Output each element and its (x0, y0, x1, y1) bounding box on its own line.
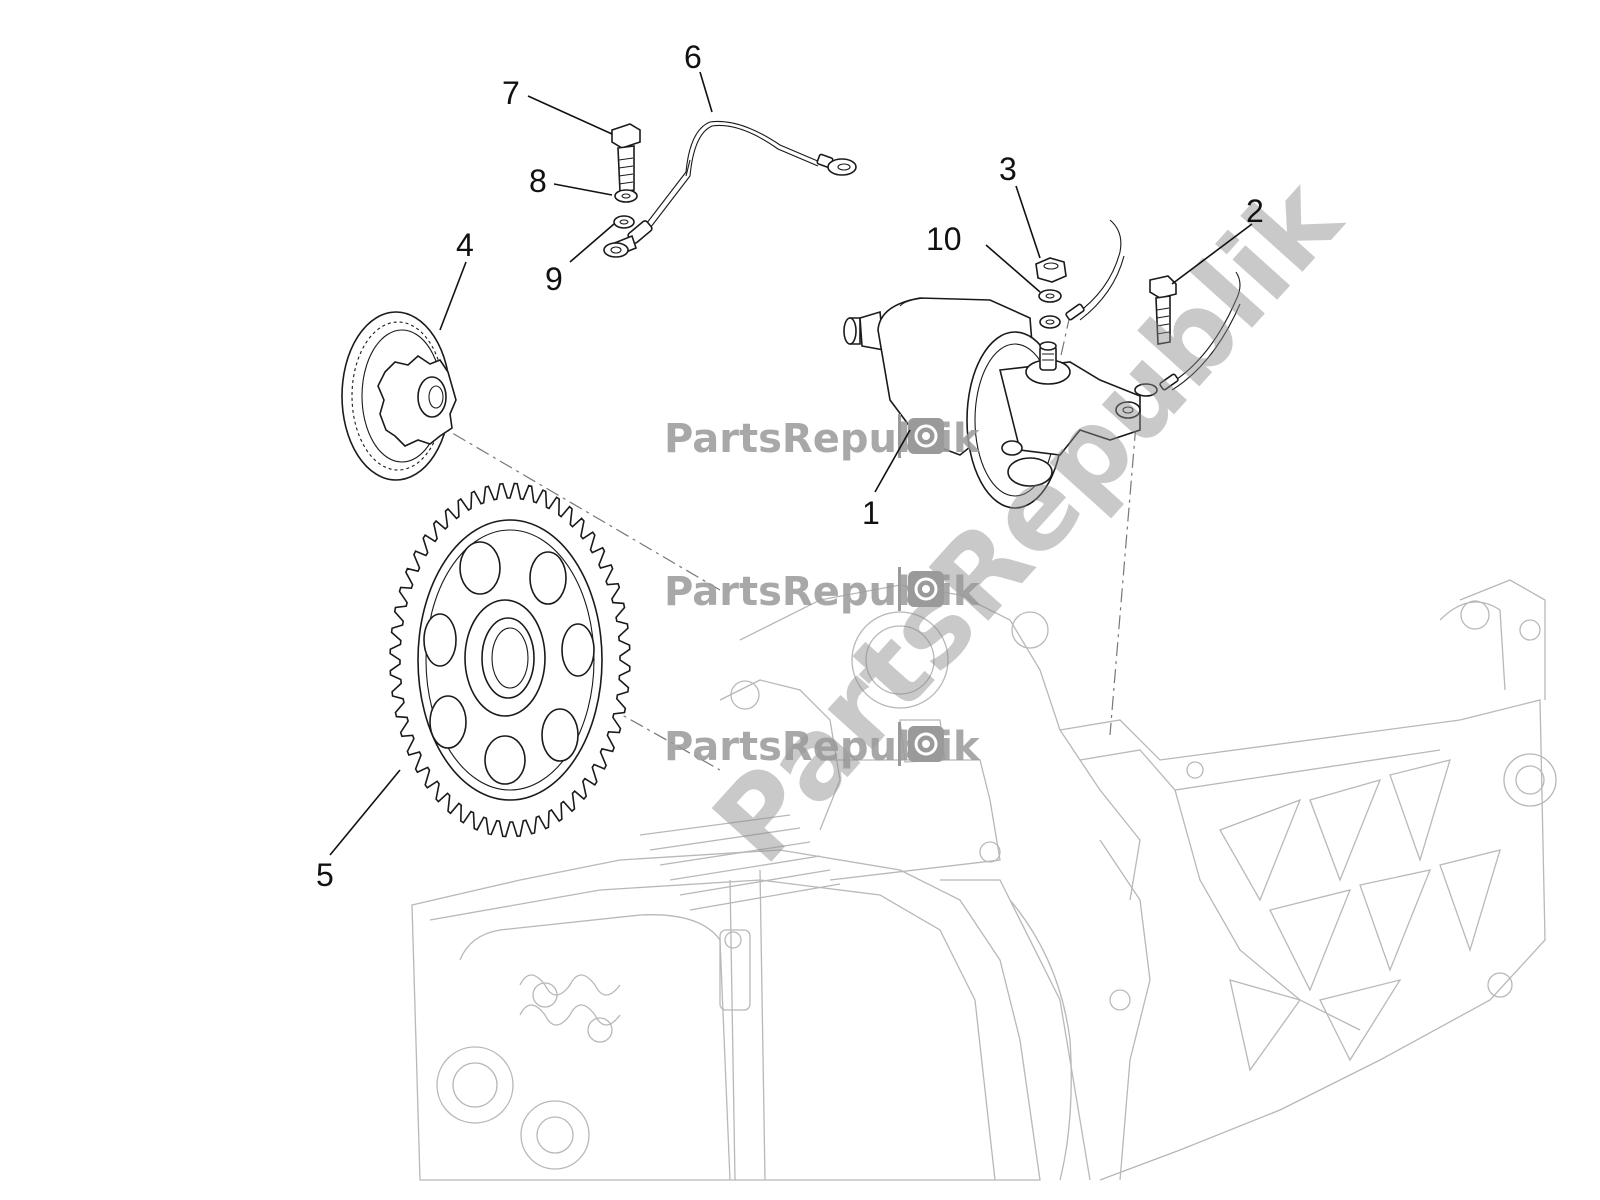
callout-leaders (329, 71, 1253, 856)
part-1-starter-motor (843, 297, 1141, 509)
watermark-row-1: PartsRepublik (664, 414, 981, 462)
part-8-washer (614, 189, 638, 203)
callout-3: 3 (999, 151, 1017, 187)
part-6-ground-cable (603, 120, 857, 258)
part-3-nut (1035, 257, 1067, 283)
callout-5: 5 (316, 857, 334, 893)
gear-icon (908, 418, 944, 454)
part-2-bolt (1149, 275, 1177, 345)
part-7-bolt (611, 123, 641, 193)
watermark-row-2: PartsRepublik (664, 567, 981, 615)
callout-8: 8 (529, 163, 547, 199)
gear-icon (908, 726, 944, 762)
callout-9: 9 (545, 261, 563, 297)
callout-labels: 6 7 8 9 4 3 10 2 1 5 (316, 39, 1264, 893)
callout-4: 4 (456, 227, 474, 263)
callout-1: 1 (862, 495, 880, 531)
part-5-large-gear (389, 482, 631, 838)
callout-2: 2 (1246, 193, 1264, 229)
engine-crankcase-outline (411, 579, 1557, 1181)
gear-icon (908, 571, 944, 607)
part-9-washer (613, 215, 635, 229)
part-4-intermediate-gear (341, 311, 457, 481)
starter-wires (1065, 219, 1241, 397)
part-10-washer (1038, 289, 1062, 329)
callout-6: 6 (684, 39, 702, 75)
callout-10: 10 (926, 221, 962, 257)
callout-7: 7 (502, 75, 520, 111)
watermark-row-3: PartsRepublik (664, 722, 981, 770)
